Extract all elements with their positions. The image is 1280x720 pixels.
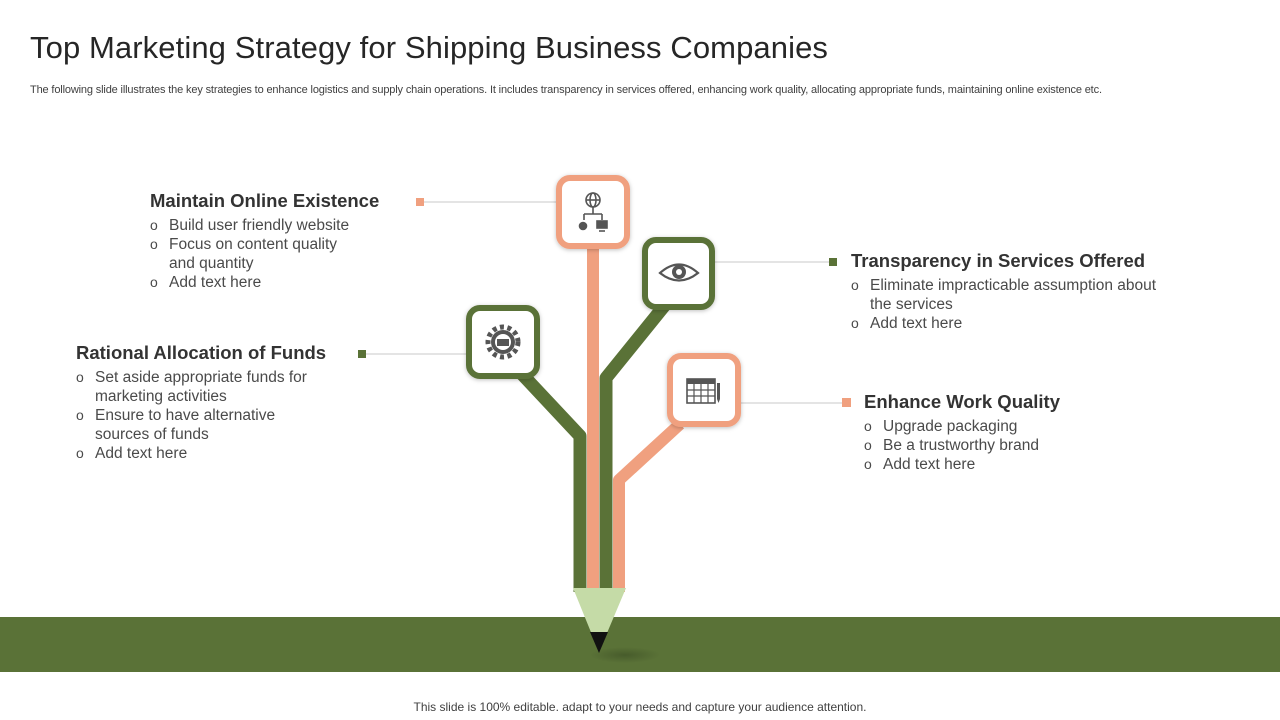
strategy-heading: Rational Allocation of Funds (76, 342, 327, 363)
page-title: Top Marketing Strategy for Shipping Busi… (30, 30, 829, 65)
stem-salmon-right (613, 419, 685, 592)
calendar-icon (686, 378, 720, 404)
strategy-item: Ensure to have alternative sources of fu… (76, 406, 321, 444)
eye-icon (658, 263, 700, 282)
strategy-heading: Enhance Work Quality (864, 391, 1061, 412)
icon-box-transparency (642, 237, 715, 310)
footer-note: This slide is 100% editable. adapt to yo… (413, 700, 867, 714)
icon-box-quality (667, 353, 741, 427)
page-subtitle: The following slide illustrates the key … (30, 84, 1102, 96)
network-globe-icon (578, 192, 608, 232)
strategy-item: Add text here (76, 444, 321, 463)
stem-green-right (599, 300, 671, 592)
pencil-tip (573, 588, 626, 652)
strategy-work-quality: Enhance Work Quality Upgrade packaging B… (864, 391, 1124, 474)
icon-box-online (556, 175, 630, 249)
ground-band (0, 617, 1280, 672)
connector-dot-transparency (829, 258, 837, 266)
stem-green-left (515, 367, 587, 592)
strategy-heading: Maintain Online Existence (150, 190, 380, 211)
connector-dot-online (416, 198, 424, 206)
strategy-item: Add text here (851, 314, 1181, 333)
pencil-lead (590, 632, 608, 653)
icon-box-funds (466, 305, 540, 379)
strategy-online-existence: Maintain Online Existence Build user fri… (150, 190, 390, 292)
gear-money-icon (485, 324, 521, 360)
strategy-item: Add text here (150, 273, 350, 292)
strategy-item: Set aside appropriate funds for marketin… (76, 368, 321, 406)
connector-dot-quality (842, 398, 851, 407)
strategy-item: Upgrade packaging (864, 417, 1104, 436)
strategy-item: Eliminate impracticable assumption about… (851, 276, 1181, 314)
strategy-item: Add text here (864, 455, 1104, 474)
strategy-transparency: Transparency in Services Offered Elimina… (851, 250, 1181, 333)
strategy-allocation-funds: Rational Allocation of Funds Set aside a… (76, 342, 336, 463)
connector-dot-funds (358, 350, 366, 358)
strategy-heading: Transparency in Services Offered (851, 250, 1146, 271)
strategy-item: Focus on content quality and quantity (150, 235, 350, 273)
strategy-item: Be a trustworthy brand (864, 436, 1104, 455)
tip-shadow (590, 647, 660, 663)
strategy-item: Build user friendly website (150, 216, 350, 235)
